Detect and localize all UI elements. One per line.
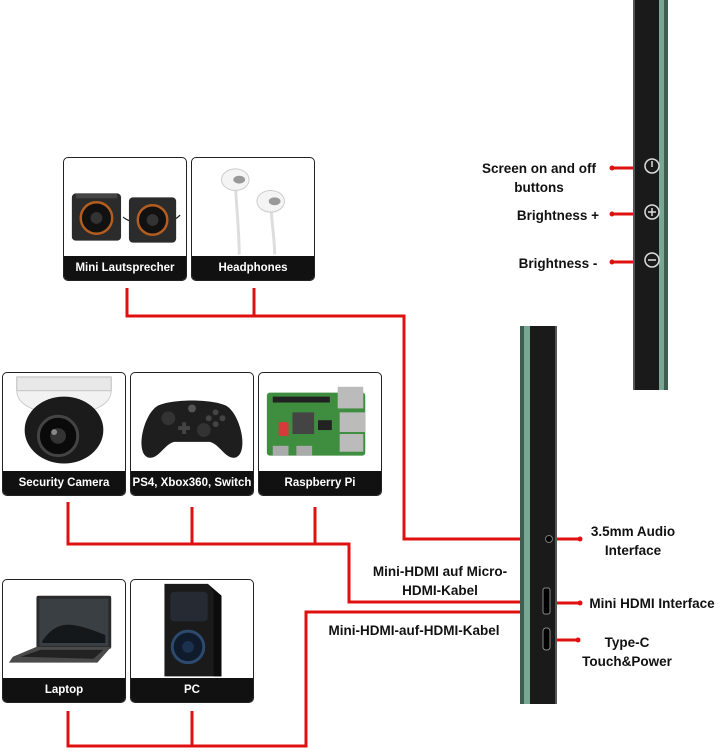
device-card-speaker: Mini Lautsprecher [63, 157, 187, 281]
wire-audio [125, 288, 548, 541]
device-card-headphones: Headphones [191, 157, 315, 281]
device-label: Raspberry Pi [259, 471, 381, 495]
device-label: Laptop [3, 678, 125, 702]
label-audio-interface: 3.5mm Audio Interface [590, 524, 676, 558]
label-brightness-down: Brightness - [518, 256, 598, 271]
audio-jack-icon [545, 535, 553, 543]
device-card-security-camera: Security Camera [2, 372, 126, 496]
label-type-c: Type-C Touch&Power [582, 635, 672, 669]
power-button-icon [644, 158, 660, 174]
label-mini-hdmi-interface: Mini HDMI Interface [589, 596, 715, 611]
wire-micro-hdmi [66, 502, 544, 604]
laptop-icon [8, 595, 112, 663]
device-label: Mini Lautsprecher [64, 256, 186, 280]
monitor-side-view-bottom [520, 326, 557, 704]
headphones-icon [221, 168, 285, 255]
gamepad-icon [141, 400, 243, 458]
speaker-icon [71, 193, 181, 243]
device-card-raspberry-pi: Raspberry Pi [258, 372, 382, 496]
device-label: PC [131, 678, 253, 702]
brightness-down-icon [644, 252, 660, 268]
device-label: Security Camera [3, 471, 125, 495]
device-card-pc: PC [130, 579, 254, 703]
raspberry-pi-board-icon [266, 386, 366, 456]
security-camera-icon [16, 376, 112, 464]
mini-hdmi-port-icon [542, 587, 551, 615]
wire-hdmi [66, 610, 544, 748]
device-label: PS4, Xbox360, Switch [131, 471, 253, 495]
label-hdmi-cable: Mini-HDMI-auf-HDMI-Kabel [328, 623, 500, 638]
label-brightness-up: Brightness + [516, 208, 600, 223]
device-card-laptop: Laptop [2, 579, 126, 703]
brightness-up-icon [644, 204, 660, 220]
label-micro-hdmi-cable: Mini-HDMI auf Micro- HDMI-Kabel [372, 564, 508, 598]
monitor-side-view-top [633, 0, 668, 390]
device-card-game-controller: PS4, Xbox360, Switch [130, 372, 254, 496]
pc-tower-icon [164, 583, 222, 677]
label-power-buttons: Screen on and off buttons [481, 161, 596, 195]
usb-c-port-icon [542, 627, 551, 651]
device-label: Headphones [192, 256, 314, 280]
